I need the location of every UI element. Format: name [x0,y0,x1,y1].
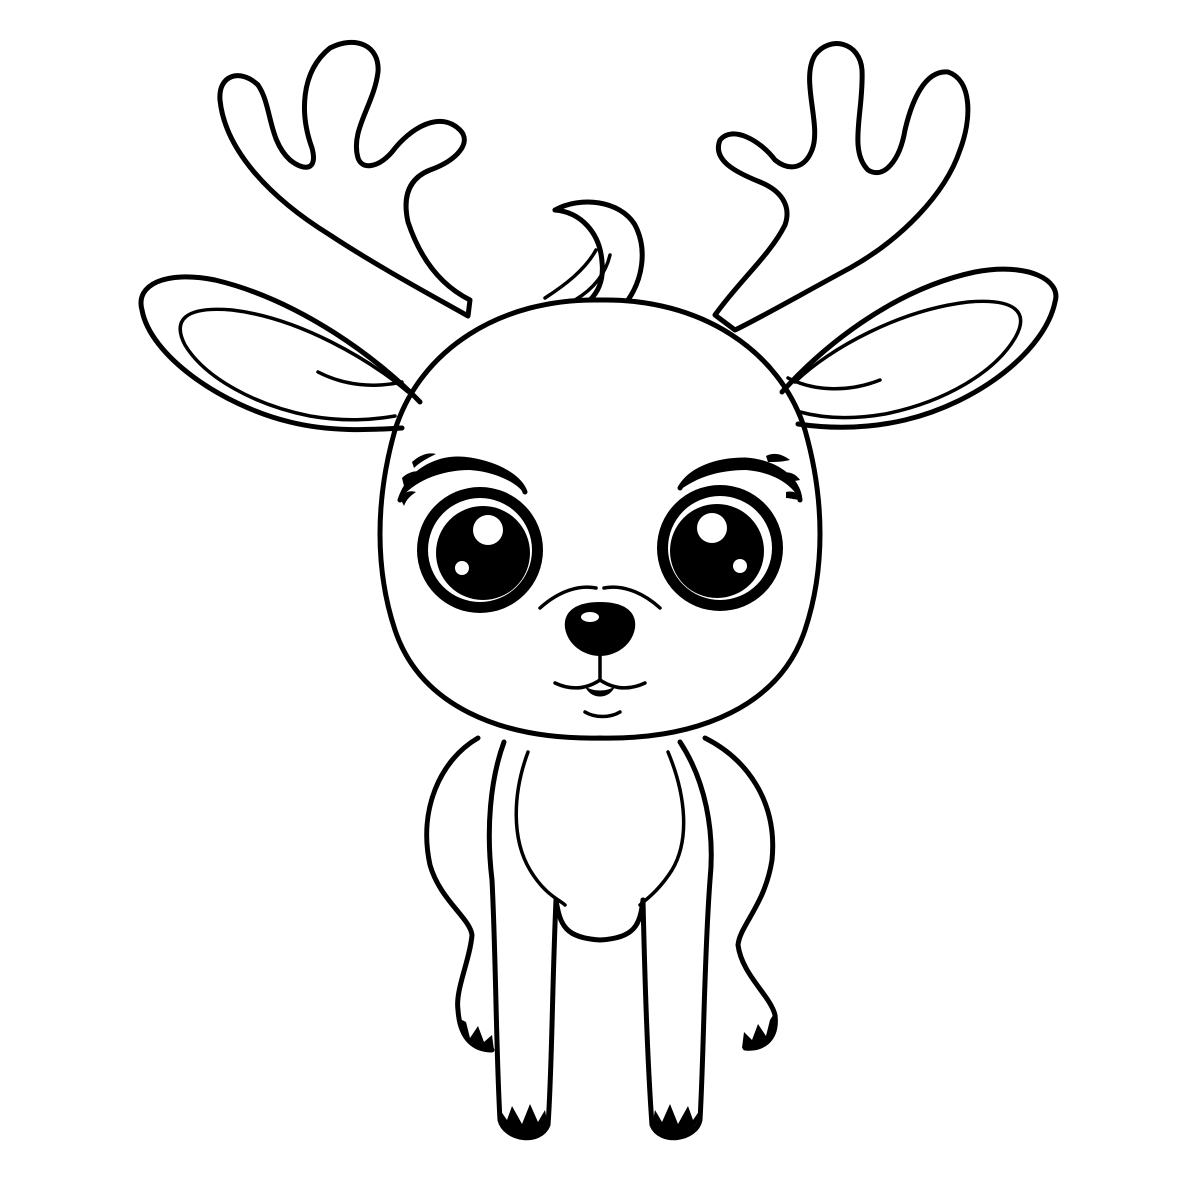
right-ear [779,266,1059,430]
right-antler [712,41,971,333]
head [377,199,823,741]
nose [538,585,662,682]
body [424,735,778,1141]
left-eye [397,453,543,613]
right-eye [657,453,803,611]
mouth [553,678,647,719]
left-antler [217,39,473,319]
left-ear [138,274,423,433]
